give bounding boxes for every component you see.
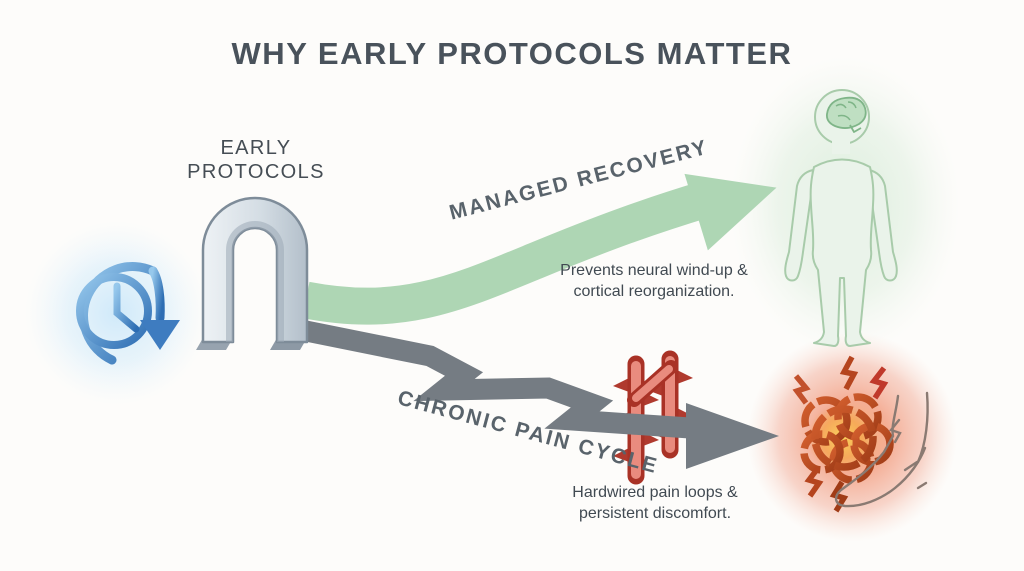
recovery-caption: Prevents neural wind-up & cortical reorg… — [514, 260, 794, 302]
zigzag-arrow-icon — [303, 320, 779, 469]
pain-caption-line1: Hardwired pain loops & — [572, 484, 738, 501]
early-protocols-label-line2: PROTOCOLS — [187, 161, 325, 184]
pain-caption: Hardwired pain loops & persistent discom… — [515, 482, 795, 524]
early-protocols-label-line1: EARLY — [220, 137, 292, 159]
foot-outline-icon — [834, 391, 929, 508]
pain-knot-icon — [800, 393, 894, 484]
brain-icon — [826, 96, 867, 133]
recovery-caption-line2: cortical reorganization. — [573, 283, 735, 301]
recovery-caption-line1: Prevents neural wind-up & — [560, 262, 748, 279]
person-brain-icon — [784, 89, 898, 347]
early-protocols-label: EARLY PROTOCOLS — [166, 136, 346, 185]
archway-icon — [196, 196, 309, 350]
curved-arrow-icon — [302, 173, 777, 325]
page-title: WHY EARLY PROTOCOLS MATTER — [231, 36, 793, 71]
clock-rewind-icon — [76, 262, 180, 365]
pain-caption-line2: persistent discomfort. — [578, 505, 732, 523]
